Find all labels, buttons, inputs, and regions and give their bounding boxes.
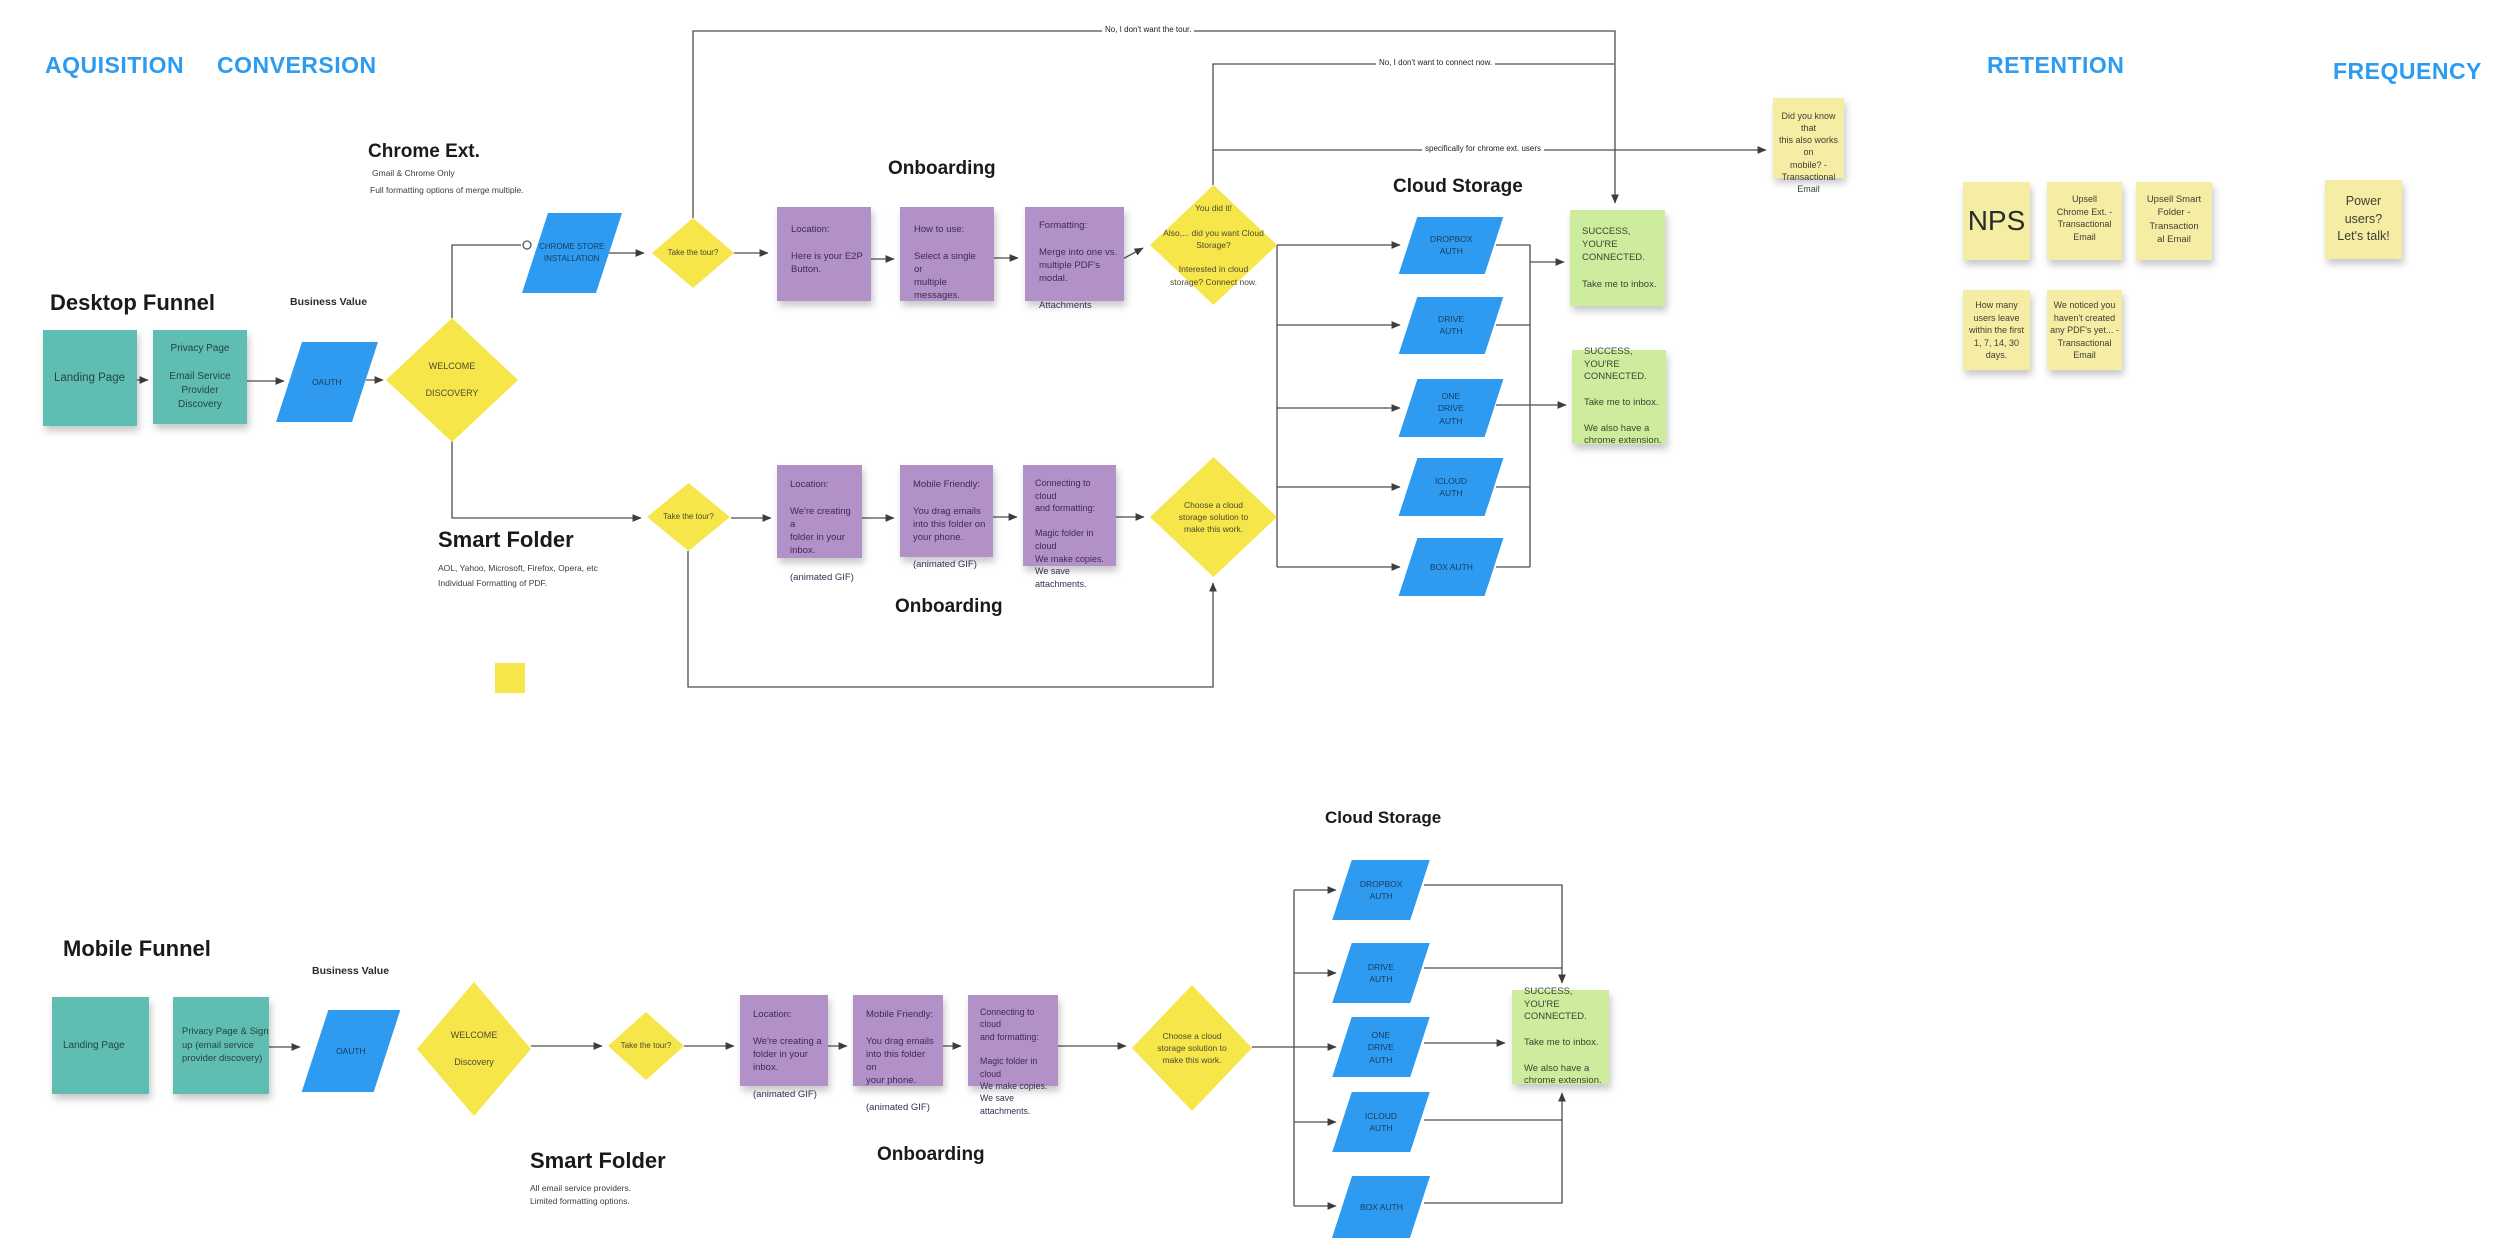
sticky-no-pdf-yet[interactable]: We noticed you haven't created any PDF's… xyxy=(2047,290,2122,370)
title-smart-folder-mobile[interactable]: Smart Folder xyxy=(530,1148,666,1173)
stage-header-conversion[interactable]: CONVERSION xyxy=(217,52,377,78)
diamond-shape xyxy=(608,1012,684,1080)
stage-header-retention[interactable]: RETENTION xyxy=(1987,52,2125,78)
connector xyxy=(1496,244,1531,567)
diamond-shape xyxy=(1150,185,1277,305)
diamond-shape xyxy=(417,982,531,1116)
smart-folder-mobile-note-1[interactable]: All email service providers. xyxy=(530,1183,632,1193)
title-chrome-ext[interactable]: Chrome Ext. xyxy=(368,141,480,162)
sticky-smartfolder-mobile-friendly[interactable]: Mobile Friendly: You drag emails into th… xyxy=(900,465,993,570)
sticky-mobile-onboarding-location[interactable]: Location: We're creating a folder in you… xyxy=(740,995,828,1100)
chrome-ext-note-1[interactable]: Gmail & Chrome Only xyxy=(372,168,455,178)
decision-choose-cloud-desktop[interactable]: Choose a cloud storage solution to make … xyxy=(1150,457,1277,577)
sticky-smartfolder-connecting[interactable]: Connecting to cloud and formatting: Magi… xyxy=(1023,465,1116,589)
diamond-shape xyxy=(1150,457,1277,577)
decision-choose-cloud-mobile[interactable]: Choose a cloud storage solution to make … xyxy=(1132,985,1252,1111)
connector xyxy=(1424,1092,1566,1121)
connector xyxy=(451,440,642,522)
decision-take-tour-mobile[interactable]: Take the tour? xyxy=(608,1012,684,1080)
sticky-landing-page-desktop[interactable]: Landing Page xyxy=(43,330,137,426)
decision-take-tour-desktop-1[interactable]: Take the tour? xyxy=(652,218,734,288)
title-mobile-funnel[interactable]: Mobile Funnel xyxy=(63,936,211,961)
diamond-shape xyxy=(652,218,734,288)
smart-folder-mobile-note-2[interactable]: Limited formatting options. xyxy=(530,1196,630,1206)
sticky-success-connected[interactable]: SUCCESS, YOU'RE CONNECTED. Take me to in… xyxy=(1570,210,1665,306)
sticky-power-users[interactable]: Power users? Let's talk! xyxy=(2325,180,2402,259)
diamond-shape xyxy=(1132,985,1252,1111)
stage-header-aquisition[interactable]: AQUISITION xyxy=(45,52,185,78)
title-cloud-storage-desktop[interactable]: Cloud Storage xyxy=(1393,176,1523,197)
sticky-did-you-know-mobile[interactable]: Did you know that this also works on mob… xyxy=(1773,98,1844,194)
decision-take-tour-desktop-2[interactable]: Take the tour? xyxy=(647,483,730,551)
sticky-onboarding-how-to-use[interactable]: How to use: Select a single or multiple … xyxy=(900,207,994,301)
title-onboarding-mobile[interactable]: Onboarding xyxy=(877,1144,985,1165)
title-desktop-funnel[interactable]: Desktop Funnel xyxy=(50,290,216,315)
decision-welcome-discovery-mobile[interactable]: WELCOME Discovery xyxy=(417,982,531,1116)
title-onboarding-top[interactable]: Onboarding xyxy=(888,158,996,179)
sticky-mobile-onboarding-mobile-friendly[interactable]: Mobile Friendly: You drag emails into th… xyxy=(853,995,943,1113)
sticky-onboarding-location[interactable]: Location: Here is your E2P Button. xyxy=(777,207,871,301)
decision-welcome-discovery-desktop[interactable]: WELCOME DISCOVERY xyxy=(386,318,518,442)
sticky-success-connected-mobile[interactable]: SUCCESS, YOU'RE CONNECTED. Take me to in… xyxy=(1512,986,1609,1086)
chrome-ext-note-2[interactable]: Full formatting options of merge multipl… xyxy=(370,185,524,195)
sticky-mobile-onboarding-connecting[interactable]: Connecting to cloud and formatting: Magi… xyxy=(968,995,1058,1116)
decision-you-did-it[interactable]: You did it! Also,... did you want Cloud … xyxy=(1150,185,1277,305)
smart-folder-note-1[interactable]: AOL, Yahoo, Microsoft, Firefox, Opera, e… xyxy=(438,563,598,573)
sticky-nps[interactable]: NPS xyxy=(1963,182,2030,260)
sticky-onboarding-formatting[interactable]: Formatting: Merge into one vs. multiple … xyxy=(1025,207,1124,311)
connector xyxy=(451,244,521,318)
sticky-landing-page-mobile[interactable]: Landing Page xyxy=(52,997,149,1094)
title-smart-folder-desktop[interactable]: Smart Folder xyxy=(438,527,574,552)
connector xyxy=(1424,884,1566,984)
connector-endpoint-circle xyxy=(522,240,532,250)
connector-label-no-tour[interactable]: No, I don't want the tour. xyxy=(1102,25,1195,34)
connector-label-chrome-users[interactable]: specifically for chrome ext. users xyxy=(1422,144,1545,153)
diamond-shape xyxy=(386,318,518,442)
connector xyxy=(1424,1120,1563,1204)
smart-folder-note-2[interactable]: Individual Formatting of PDF. xyxy=(438,578,548,588)
sticky-upsell-smart-folder[interactable]: Upsell Smart Folder - Transaction al Ema… xyxy=(2136,182,2212,260)
sticky-note-small-yellow[interactable] xyxy=(495,663,525,693)
title-cloud-storage-mobile[interactable]: Cloud Storage xyxy=(1325,808,1442,827)
sticky-user-churn-days[interactable]: How many users leave within the first 1,… xyxy=(1963,290,2030,370)
label-business-value-desktop[interactable]: Business Value xyxy=(290,296,368,308)
connector xyxy=(1212,63,1614,185)
sticky-privacy-page-desktop[interactable]: Privacy Page Email Service Provider Disc… xyxy=(153,330,247,424)
connector-label-no-connect[interactable]: No, I don't want to connect now. xyxy=(1376,58,1496,67)
connector xyxy=(687,551,1217,688)
sticky-smartfolder-location[interactable]: Location: We're creating a folder in you… xyxy=(777,465,862,583)
sticky-upsell-chrome-ext[interactable]: Upsell Chrome Ext. - Transactional Email xyxy=(2047,182,2122,260)
stage-header-frequency[interactable]: FREQUENCY xyxy=(2333,58,2482,84)
sticky-privacy-page-mobile[interactable]: Privacy Page & Sign up (email service pr… xyxy=(173,997,269,1094)
label-business-value-mobile[interactable]: Business Value xyxy=(312,965,390,977)
title-onboarding-bottom[interactable]: Onboarding xyxy=(895,596,1003,617)
diamond-shape xyxy=(647,483,730,551)
sticky-success-connected-extension[interactable]: SUCCESS, YOU'RE CONNECTED. Take me to in… xyxy=(1572,346,1666,446)
